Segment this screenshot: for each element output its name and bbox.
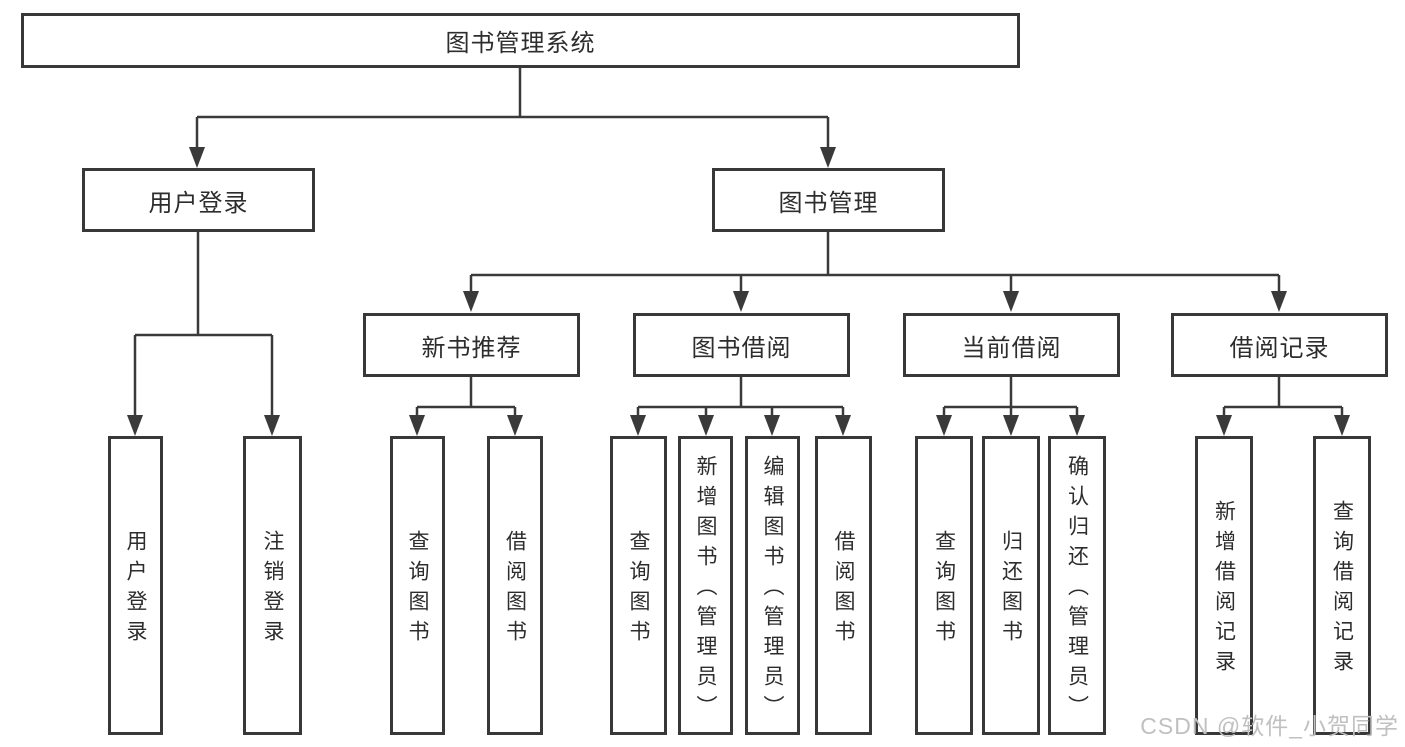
arrow-icon (1003, 415, 1019, 436)
leaf-query-borrow-record: 查询借阅记录 (1313, 436, 1371, 735)
node-borrow-records: 借阅记录 (1171, 313, 1388, 377)
leaf-logout: 注销登录 (243, 436, 302, 735)
arrow-icon (1271, 291, 1287, 312)
leaf-add-borrow-record: 新增借阅记录 (1195, 436, 1253, 735)
node-new-book-recommend: 新书推荐 (363, 313, 580, 377)
arrow-icon (630, 415, 646, 436)
leaf-query-book-borrow: 查询图书 (610, 436, 667, 735)
node-user-login: 用户登录 (82, 168, 315, 232)
arrow-icon (189, 147, 205, 168)
edge-newrec-to-leaves (415, 377, 517, 418)
arrow-icon (936, 415, 952, 436)
arrow-icon (409, 415, 425, 436)
arrow-icon (264, 415, 280, 436)
leaf-return-book: 归还图书 (982, 436, 1040, 735)
csdn-watermark: CSDN @软件_小贺同学 (1140, 713, 1399, 739)
arrow-icon (507, 415, 523, 436)
arrowheads (127, 147, 1350, 436)
leaf-edit-book-admin: 编辑图书（管理员） (745, 436, 800, 735)
arrow-icon (820, 147, 836, 168)
leaf-query-book-current: 查询图书 (915, 436, 973, 735)
arrow-icon (127, 415, 143, 436)
edge-root-to-level2 (195, 68, 830, 150)
edge-current-to-leaves (942, 377, 1079, 418)
node-book-borrow: 图书借阅 (633, 313, 850, 377)
leaf-borrow-book: 借阅图书 (815, 436, 872, 735)
leaf-user-login: 用户登录 (108, 436, 163, 735)
node-root-library-system: 图书管理系统 (21, 13, 1020, 68)
leaf-add-book-admin: 新增图书（管理员） (678, 436, 733, 735)
arrow-icon (1003, 291, 1019, 312)
arrow-icon (463, 291, 479, 312)
arrow-icon (764, 415, 780, 436)
arrow-icon (1216, 415, 1232, 436)
edge-records-to-leaves (1222, 377, 1344, 418)
arrow-icon (733, 291, 749, 312)
node-current-borrow: 当前借阅 (903, 313, 1120, 377)
arrow-icon (835, 415, 851, 436)
arrow-icon (1069, 415, 1085, 436)
edge-bookmgmt-to-level3 (469, 232, 1281, 294)
leaf-confirm-return-admin: 确认归还（管理员） (1048, 436, 1106, 735)
arrow-icon (698, 415, 714, 436)
arrow-icon (1334, 415, 1350, 436)
edge-borrow-to-leaves (636, 377, 845, 418)
node-book-management: 图书管理 (712, 168, 945, 232)
leaf-query-book-recommend: 查询图书 (390, 436, 445, 735)
leaf-borrow-book-recommend: 借阅图书 (487, 436, 543, 735)
edge-userlogin-to-leaves (133, 232, 274, 418)
